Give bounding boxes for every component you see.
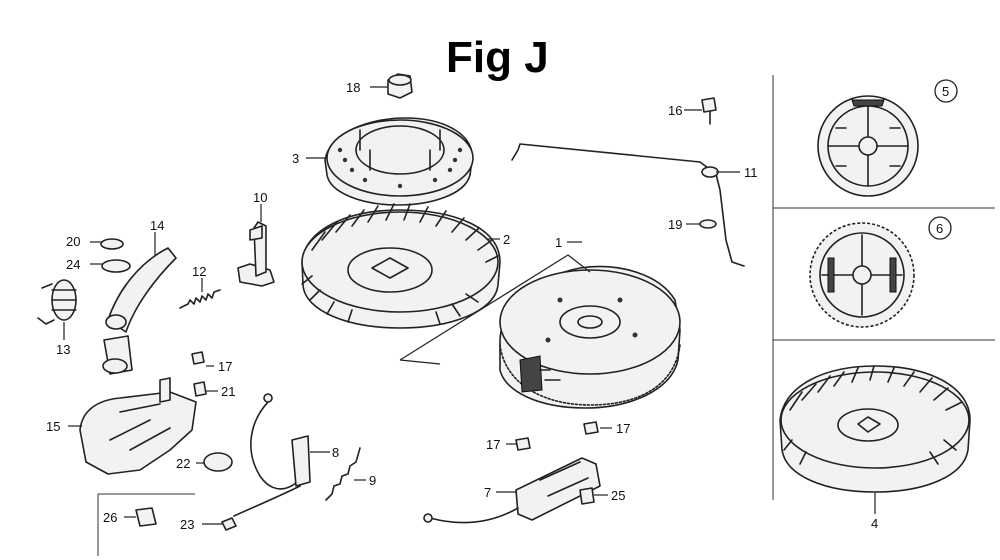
callout-13: 13 bbox=[56, 342, 70, 357]
callout-17-coil-left: 17 bbox=[486, 437, 500, 452]
part-19-washer bbox=[699, 219, 717, 229]
callout-18: 18 bbox=[346, 80, 360, 95]
side-panels bbox=[772, 75, 995, 500]
callout-11: 11 bbox=[744, 165, 758, 180]
part-6-toothed-pulley bbox=[809, 222, 915, 328]
callout-5: 5 bbox=[942, 84, 949, 99]
circle-5 bbox=[934, 79, 958, 103]
callout-10: 10 bbox=[253, 190, 267, 205]
part-13-torsion-spring bbox=[37, 279, 77, 325]
callout-12: 12 bbox=[192, 264, 206, 279]
part-25-collar bbox=[579, 487, 595, 505]
callout-16: 16 bbox=[668, 103, 682, 118]
part-8-wire-harness bbox=[233, 393, 311, 517]
part-16-bolt bbox=[701, 97, 717, 125]
callout-17-coil-right: 17 bbox=[616, 421, 630, 436]
part-21-collar bbox=[193, 381, 207, 397]
part-7-ignition-coil bbox=[423, 457, 601, 524]
callout-14: 14 bbox=[150, 218, 164, 233]
callout-2: 2 bbox=[503, 232, 510, 247]
callout-26: 26 bbox=[103, 510, 117, 525]
part-4-alternate-fan bbox=[779, 365, 971, 493]
part-17-bolt-coil-right bbox=[583, 421, 599, 435]
callout-21: 21 bbox=[221, 384, 235, 399]
callout-1: 1 bbox=[555, 235, 562, 250]
callout-9: 9 bbox=[369, 473, 376, 488]
part-10-governor-bracket bbox=[237, 221, 275, 287]
part-12-spring bbox=[179, 289, 221, 309]
callout-20: 20 bbox=[66, 234, 80, 249]
circled-callouts: 5 6 bbox=[928, 79, 958, 240]
callout-8: 8 bbox=[332, 445, 339, 460]
callout-3: 3 bbox=[292, 151, 299, 166]
callout-25: 25 bbox=[611, 488, 625, 503]
part-17-bolt-coil-left bbox=[515, 437, 531, 451]
part-23-screw bbox=[221, 517, 237, 531]
callout-24: 24 bbox=[66, 257, 80, 272]
part-22-clamp bbox=[203, 452, 233, 472]
callout-15: 15 bbox=[46, 419, 60, 434]
callout-17-top: 17 bbox=[218, 359, 232, 374]
part-26-clip bbox=[97, 493, 195, 556]
callout-22: 22 bbox=[176, 456, 190, 471]
part-20-washer bbox=[100, 238, 124, 250]
part-3-starter-pulley bbox=[324, 117, 474, 206]
part-11-link-rod bbox=[511, 143, 745, 267]
axis-line-fan-flywheel bbox=[399, 254, 591, 365]
part-17-bolt-top bbox=[191, 351, 205, 365]
leader-lines bbox=[63, 86, 876, 525]
part-24-washer bbox=[101, 259, 131, 273]
part-5-pulley-variant bbox=[817, 95, 919, 197]
part-9-spring bbox=[325, 447, 361, 501]
part-2-cooling-fan bbox=[301, 203, 501, 329]
part-18-nut bbox=[387, 73, 413, 99]
callout-19: 19 bbox=[668, 217, 682, 232]
figure-title: Fig J bbox=[446, 33, 549, 82]
part-1-flywheel bbox=[499, 265, 681, 409]
callout-6: 6 bbox=[936, 221, 943, 236]
callout-4: 4 bbox=[871, 516, 878, 531]
part-14-brake-arm bbox=[102, 247, 177, 375]
callout-23: 23 bbox=[180, 517, 194, 532]
callout-numbers: 18 3 2 1 16 11 19 10 12 14 20 24 13 15 1… bbox=[46, 80, 878, 532]
circle-6 bbox=[928, 216, 952, 240]
part-15-brake-plate bbox=[79, 377, 197, 475]
callout-7: 7 bbox=[484, 485, 491, 500]
